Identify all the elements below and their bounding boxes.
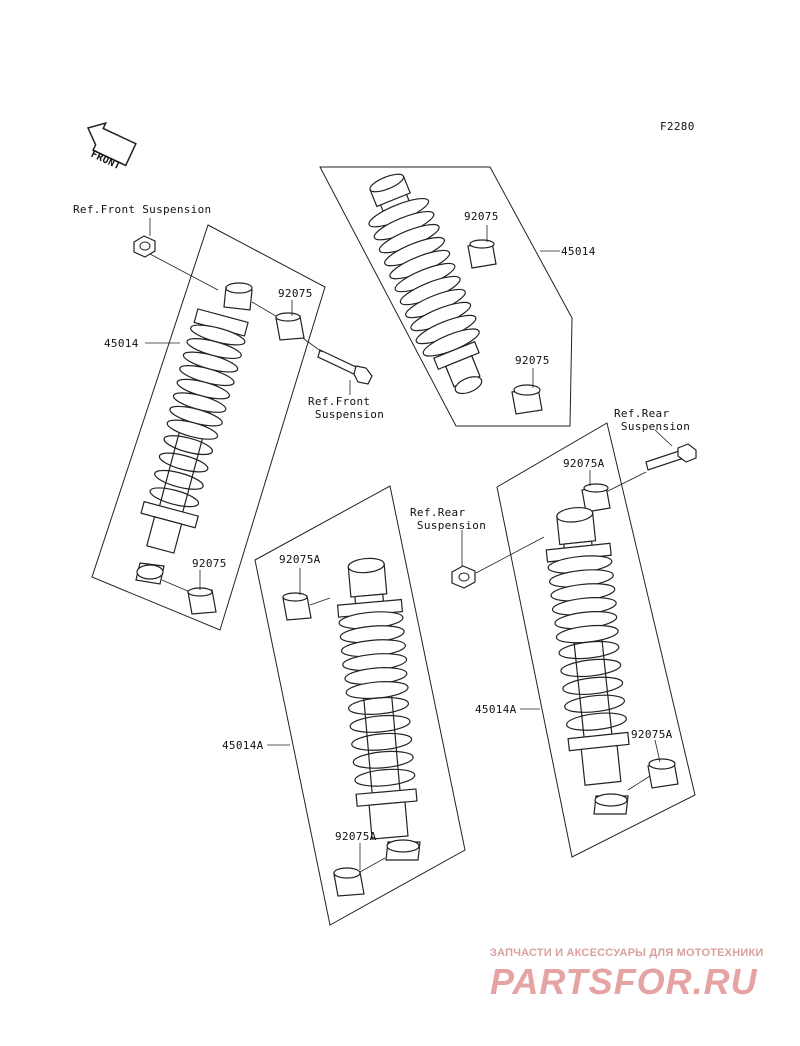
bolt-icon: [317, 349, 373, 385]
collar-icon: [647, 758, 679, 789]
ref-rear-suspension-right: Ref.Rear Suspension: [614, 407, 691, 433]
part-92075a-d: 92075A: [335, 830, 377, 843]
collar-icon: [333, 867, 365, 897]
part-92075-c: 92075: [515, 354, 550, 367]
bushing-icon: [223, 282, 253, 311]
ref-front-suspension-top: Ref.Front Suspension: [73, 203, 212, 216]
watermark-tagline: ЗАПЧАСТИ И АКСЕССУАРЫ ДЛЯ МОТОТЕХНИКИ: [490, 947, 764, 959]
part-92075-a: 92075: [278, 287, 313, 300]
shock-front-left: [91, 218, 373, 631]
group-frame: [496, 422, 696, 858]
collar-icon: [467, 239, 497, 269]
collar-icon: [282, 592, 312, 621]
nut-icon: [133, 235, 156, 258]
part-45014-front-left: 45014: [104, 337, 139, 350]
lower-eye-icon: [135, 562, 165, 585]
part-92075-d: 92075: [192, 557, 227, 570]
figure-code: F2280: [660, 120, 695, 133]
front-arrow-icon: [86, 121, 137, 167]
collar-icon: [187, 587, 217, 615]
lower-eye-icon: [385, 839, 421, 861]
part-92075a-c: 92075A: [631, 728, 673, 741]
group-frame: [319, 166, 573, 427]
part-45014-front-right: 45014: [561, 245, 596, 258]
ref-rear-suspension-left: Ref.Rear Suspension: [410, 506, 487, 532]
part-92075a-b: 92075A: [563, 457, 605, 470]
shock-front-right: [319, 166, 573, 427]
bolt-icon: [645, 443, 697, 471]
lower-eye-icon: [593, 793, 629, 815]
group-frame: [254, 485, 466, 926]
collar-icon: [511, 384, 543, 415]
ref-front-suspension-mid: Ref.Front Suspension: [308, 395, 385, 421]
group-frame: [91, 224, 326, 631]
nut-icon: [451, 565, 476, 589]
collar-icon: [275, 312, 305, 341]
part-92075-b: 92075: [464, 210, 499, 223]
collar-icon: [581, 483, 611, 513]
watermark-logo: PARTSFOR.RU: [490, 961, 758, 1002]
shock-rear-right: [451, 422, 697, 858]
shock-rear-left: [254, 485, 466, 926]
part-45014a-rear-left: 45014A: [222, 739, 264, 752]
part-92075a-a: 92075A: [279, 553, 321, 566]
part-45014a-rear-right: 45014A: [475, 703, 517, 716]
